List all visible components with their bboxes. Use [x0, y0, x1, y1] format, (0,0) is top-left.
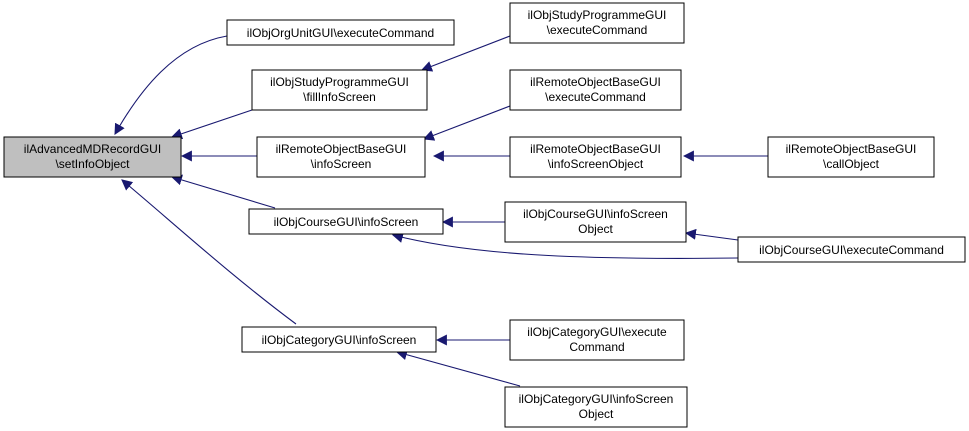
edge-orgunit-to-root — [114, 35, 228, 135]
node-remote-exec-line2: \executeCommand — [545, 90, 646, 104]
edge-studyprog-fill-to-root — [170, 109, 253, 140]
node-remote-info-screen[interactable]: ilRemoteObjectBaseGUI \infoScreen — [256, 136, 426, 178]
node-remote-exec-line1: ilRemoteObjectBaseGUI — [530, 75, 661, 89]
node-course-execute-command[interactable]: ilObjCourseGUI\executeCommand — [737, 236, 966, 263]
node-studyprog-execute-command[interactable]: ilObjStudyProgrammeGUI \executeCommand — [509, 2, 685, 44]
node-studyprog-fill-info-screen[interactable]: ilObjStudyProgrammeGUI \fillInfoScreen — [251, 69, 428, 111]
node-category-exec-line2: Command — [569, 340, 624, 354]
node-course-infoobj-line1: ilObjCourseGUI\infoScreen — [523, 207, 668, 221]
node-category-exec-line1: ilObjCategoryGUI\execute — [527, 325, 667, 339]
edge-studyprog-exec-to-studyprog-fill — [420, 35, 511, 72]
node-category-info-screen[interactable]: ilObjCategoryGUI\infoScreen — [241, 326, 437, 353]
node-course-exec-label: ilObjCourseGUI\executeCommand — [759, 243, 944, 257]
node-studyprog-fill-line1: ilObjStudyProgrammeGUI — [270, 75, 409, 89]
node-remote-call-object[interactable]: ilRemoteObjectBaseGUI \callObject — [767, 136, 935, 178]
node-remote-info-screen-object[interactable]: ilRemoteObjectBaseGUI \infoScreenObject — [509, 136, 682, 178]
edges — [114, 35, 768, 387]
node-root-line2: \setInfoObject — [55, 157, 130, 171]
node-remote-call-line2: \callObject — [823, 157, 880, 171]
node-studyprog-exec-line2: \executeCommand — [547, 23, 648, 37]
node-course-info-screen[interactable]: ilObjCourseGUI\infoScreen — [248, 208, 444, 235]
edge-remote-exec-to-remote-info — [422, 105, 511, 141]
node-studyprog-fill-line2: \fillInfoScreen — [303, 90, 376, 104]
node-course-infoobj-line2: Object — [578, 222, 613, 236]
node-orgunit-exec-label: ilObjOrgUnitGUI\executeCommand — [247, 26, 434, 40]
node-category-infoobj-line2: Object — [579, 407, 614, 421]
node-category-execute-command[interactable]: ilObjCategoryGUI\execute Command — [509, 319, 685, 361]
node-orgunit-execute-command[interactable]: ilObjOrgUnitGUI\executeCommand — [226, 19, 455, 46]
node-category-info-screen-object[interactable]: ilObjCategoryGUI\infoScreen Object — [504, 386, 688, 428]
edge-course-exec-to-course-infoobj — [684, 228, 739, 241]
node-root-line1: ilAdvancedMDRecordGUI — [24, 142, 161, 156]
node-course-info-label: ilObjCourseGUI\infoScreen — [274, 215, 419, 229]
node-category-info-label: ilObjCategoryGUI\infoScreen — [262, 333, 417, 347]
edge-category-infoobj-to-category-info — [395, 349, 521, 387]
edge-course-info-to-root — [170, 174, 276, 209]
edge-category-info-to-root — [121, 179, 297, 325]
node-course-info-screen-object[interactable]: ilObjCourseGUI\infoScreen Object — [504, 201, 687, 243]
node-remote-call-line1: ilRemoteObjectBaseGUI — [786, 142, 917, 156]
node-remote-infoobj-line2: \infoScreenObject — [548, 157, 644, 171]
node-remote-info-line2: \infoScreen — [311, 157, 372, 171]
edge-course-exec-to-course-info — [391, 232, 739, 259]
node-remote-execute-command[interactable]: ilRemoteObjectBaseGUI \executeCommand — [509, 69, 682, 111]
node-remote-info-line1: ilRemoteObjectBaseGUI — [276, 142, 407, 156]
node-remote-infoobj-line1: ilRemoteObjectBaseGUI — [530, 142, 661, 156]
node-category-infoobj-line1: ilObjCategoryGUI\infoScreen — [519, 392, 674, 406]
node-root[interactable]: ilAdvancedMDRecordGUI \setInfoObject — [3, 136, 182, 178]
node-studyprog-exec-line1: ilObjStudyProgrammeGUI — [528, 8, 667, 22]
